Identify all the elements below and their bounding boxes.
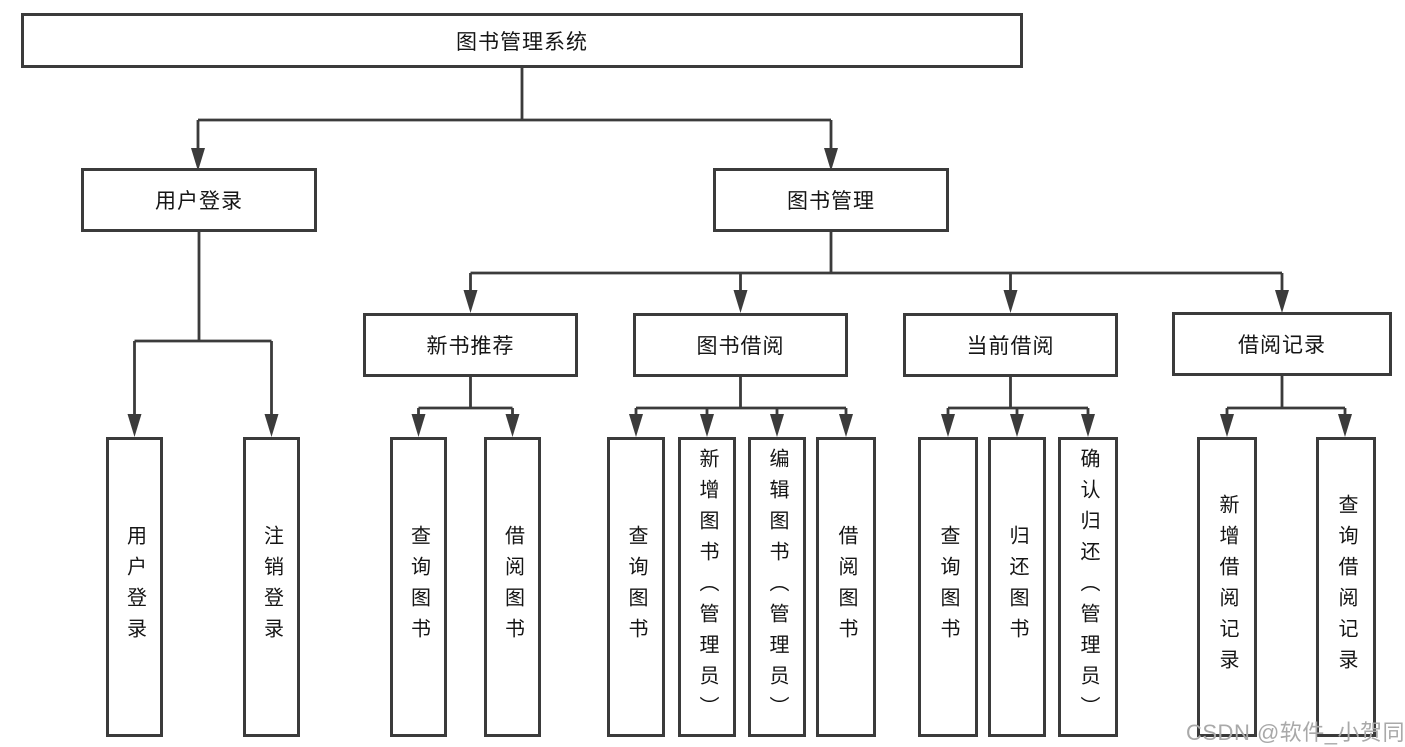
node-label: 图书管理系统	[456, 30, 588, 54]
leaf-confirm-return-admin: 确认归还（管理员）	[1058, 437, 1118, 737]
node-label: 当前借阅	[966, 335, 1055, 358]
node-label: 借阅记录	[1238, 334, 1326, 357]
node-book-borrow: 图书借阅	[633, 313, 848, 377]
node-current-borrow: 当前借阅	[903, 313, 1118, 377]
leaf-query-borrow-record: 查询借阅记录	[1316, 437, 1376, 737]
node-label: 图书借阅	[696, 335, 785, 358]
node-label: 确认归还（管理员）	[1077, 447, 1099, 727]
node-label: 编辑图书（管理员）	[766, 447, 788, 727]
arrowheads	[127, 148, 1352, 437]
leaf-return-books: 归还图书	[988, 437, 1046, 737]
leaf-edit-books-admin: 编辑图书（管理员）	[748, 437, 806, 737]
node-borrow-records: 借阅记录	[1172, 312, 1392, 376]
leaf-add-books-admin: 新增图书（管理员）	[678, 437, 736, 737]
node-new-book-recommend: 新书推荐	[363, 313, 578, 377]
node-label: 新增借阅记录	[1216, 494, 1238, 680]
node-label: 注销登录	[260, 525, 283, 649]
node-label: 用户登录	[155, 190, 243, 213]
node-label: 用户登录	[123, 525, 146, 649]
leaf-query-books-recommend: 查询图书	[390, 437, 447, 737]
node-book-management: 图书管理	[713, 168, 949, 232]
node-label: 查询图书	[937, 525, 959, 649]
node-label: 查询图书	[407, 525, 430, 649]
node-label: 查询图书	[625, 525, 647, 649]
leaf-borrow-books: 借阅图书	[816, 437, 876, 737]
leaf-add-borrow-record: 新增借阅记录	[1197, 437, 1257, 737]
node-user-login: 用户登录	[81, 168, 317, 232]
node-label: 新增图书（管理员）	[696, 447, 718, 727]
node-label: 图书管理	[787, 190, 875, 213]
node-library-system: 图书管理系统	[21, 13, 1023, 68]
leaf-user-login: 用户登录	[106, 437, 163, 737]
leaf-query-books-borrow: 查询图书	[607, 437, 665, 737]
csdn-watermark: CSDN @软件_小贺同学	[1186, 720, 1405, 745]
node-label: 借阅图书	[835, 525, 857, 649]
node-label: 查询借阅记录	[1335, 494, 1357, 680]
leaf-logout: 注销登录	[243, 437, 300, 737]
leaf-borrow-books-recommend: 借阅图书	[484, 437, 541, 737]
leaf-query-books-current: 查询图书	[918, 437, 978, 737]
connector-lines	[133, 68, 1347, 416]
node-label: 归还图书	[1006, 525, 1028, 649]
node-label: 借阅图书	[501, 525, 524, 649]
node-label: 新书推荐	[426, 335, 515, 358]
